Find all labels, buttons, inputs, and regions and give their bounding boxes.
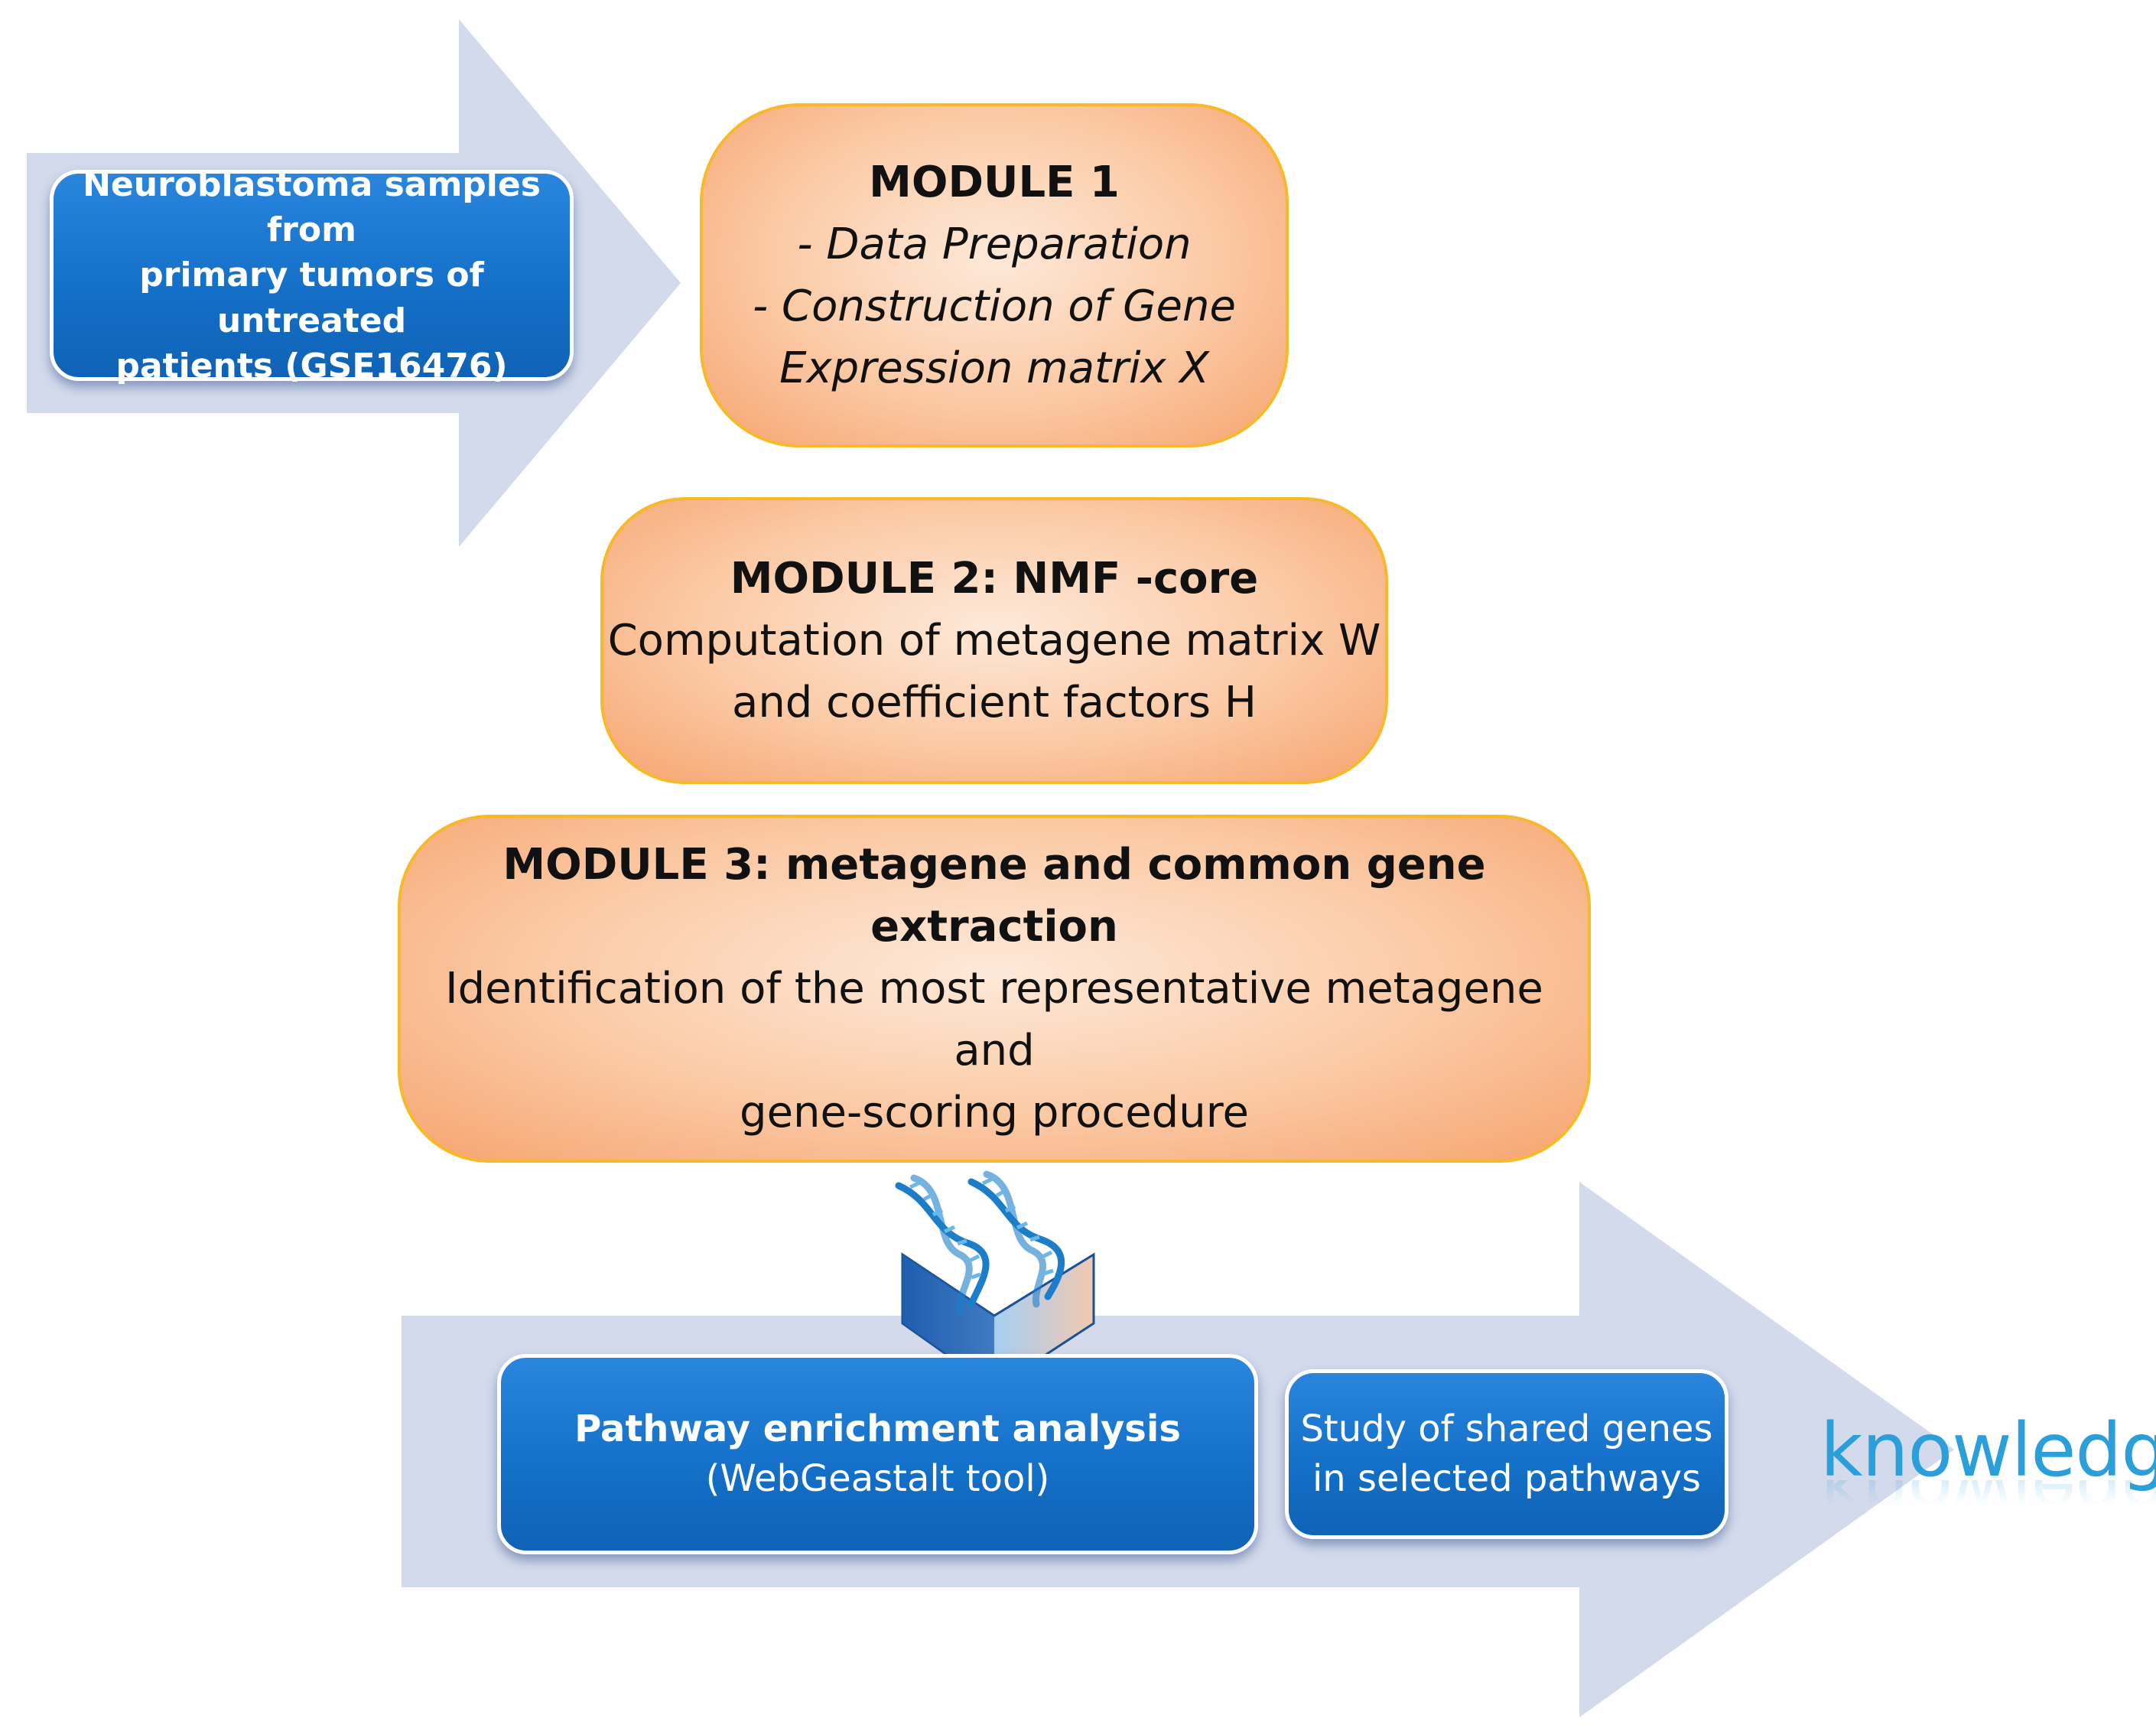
knowledge-label: knowledge	[1820, 1407, 2156, 1493]
pathway-line-2: (WebGeastalt tool)	[705, 1457, 1050, 1500]
pathway-line-1: Pathway enrichment analysis	[574, 1407, 1181, 1451]
module-1-line-2: - Construction of Gene	[753, 281, 1236, 331]
shared-genes-box: Study of shared genes in selected pathwa…	[1285, 1369, 1728, 1539]
input-line-3: patients (GSE16476)	[115, 347, 508, 386]
knowledge-reflection: knowledge	[1820, 1480, 2156, 1534]
module-3-box: MODULE 3: metagene and common gene extra…	[398, 815, 1591, 1163]
shared-line-2: in selected pathways	[1312, 1457, 1702, 1500]
module-3-line-2: gene-scoring procedure	[740, 1088, 1249, 1138]
shared-line-1: Study of shared genes	[1300, 1407, 1713, 1451]
module-2-line-2: and coefficient factors H	[732, 678, 1257, 728]
module-2-title: MODULE 2: NMF -core	[730, 553, 1259, 604]
module-3-title: MODULE 3: metagene and common gene extra…	[502, 839, 1486, 952]
input-line-2: primary tumors of untreated	[139, 255, 484, 340]
module-2-line-1: Computation of metagene matrix W	[607, 615, 1381, 665]
module-3-line-1: Identification of the most representativ…	[445, 963, 1543, 1076]
module-1-box: MODULE 1 - Data Preparation - Constructi…	[700, 103, 1289, 447]
module-2-box: MODULE 2: NMF -core Computation of metag…	[600, 497, 1388, 784]
input-line-1: Neuroblastoma samples from	[83, 164, 541, 249]
module-1-title: MODULE 1	[869, 157, 1120, 207]
module-1-line-3: Expression matrix X	[779, 343, 1209, 394]
input-data-box: Neuroblastoma samples from primary tumor…	[50, 165, 574, 386]
module-1-line-1: - Data Preparation	[797, 219, 1192, 269]
pathway-analysis-box: Pathway enrichment analysis (WebGeastalt…	[497, 1354, 1258, 1554]
